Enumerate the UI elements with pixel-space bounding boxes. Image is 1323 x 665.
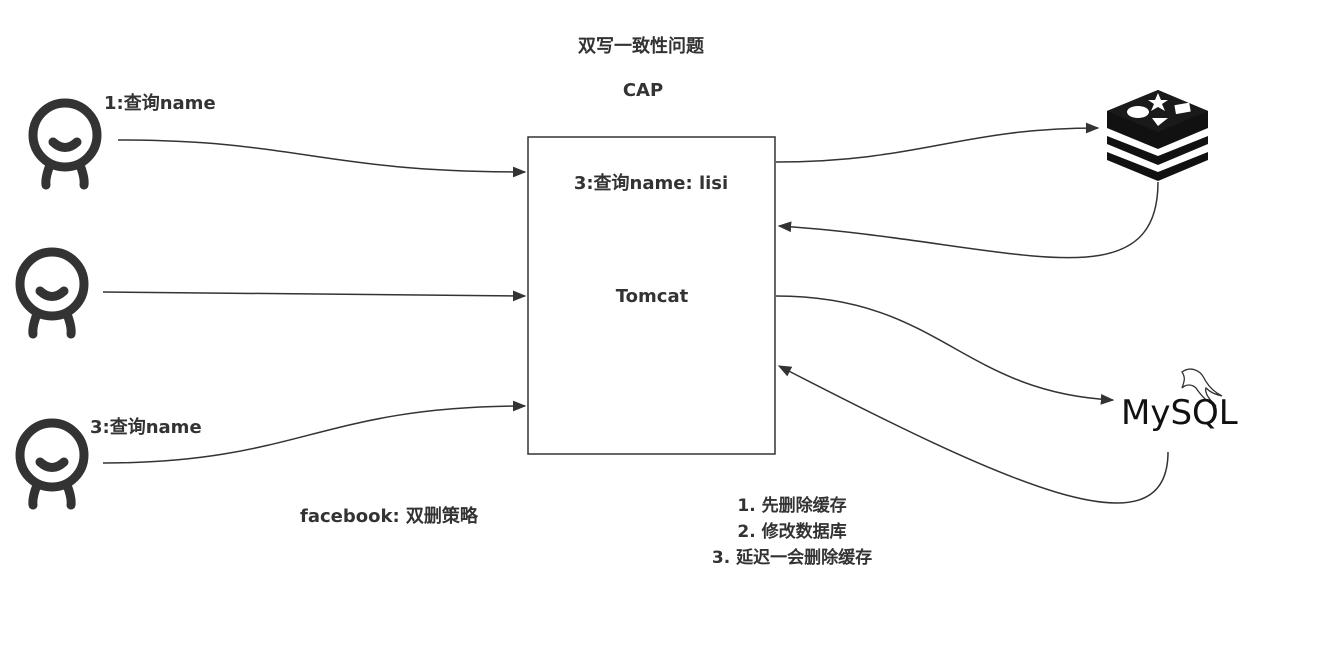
user-3-label: 3:查询name: [90, 417, 202, 438]
connector-user2-tomcat: [102, 290, 527, 302]
connector-user1-tomcat: [117, 139, 527, 178]
user-icon-2: [15, 247, 89, 339]
user-icon-3: [15, 418, 89, 510]
steps-list: 1. 先删除缓存 2. 修改数据库 3. 延迟一会删除缓存: [712, 493, 872, 571]
connector-user3-tomcat: [102, 400, 527, 464]
mysql-dolphin-icon: [1181, 368, 1223, 407]
redis-icon: [1107, 90, 1208, 181]
step-1: 1. 先删除缓存: [737, 496, 847, 516]
connector-redis-tomcat: [777, 181, 1159, 259]
tomcat-label: Tomcat: [615, 286, 689, 307]
step-3: 3. 延迟一会删除缓存: [711, 548, 873, 568]
diagram-title: 双写一致性问题: [578, 36, 704, 57]
connector-tomcat-mysql: [775, 295, 1115, 405]
cap-label: CAP: [622, 80, 664, 101]
connector-tomcat-redis: [775, 122, 1100, 163]
tomcat-query-label: 3:查询name: lisi: [573, 173, 729, 194]
strategy-label: facebook: 双删策略: [300, 506, 478, 527]
connector-mysql-tomcat: [777, 365, 1169, 504]
tomcat-box: [527, 136, 776, 455]
user-1-label: 1:查询name: [104, 93, 216, 114]
mysql-label: MySQL: [1121, 393, 1238, 433]
user-icon-1: [28, 98, 102, 190]
step-2: 2. 修改数据库: [737, 522, 847, 542]
